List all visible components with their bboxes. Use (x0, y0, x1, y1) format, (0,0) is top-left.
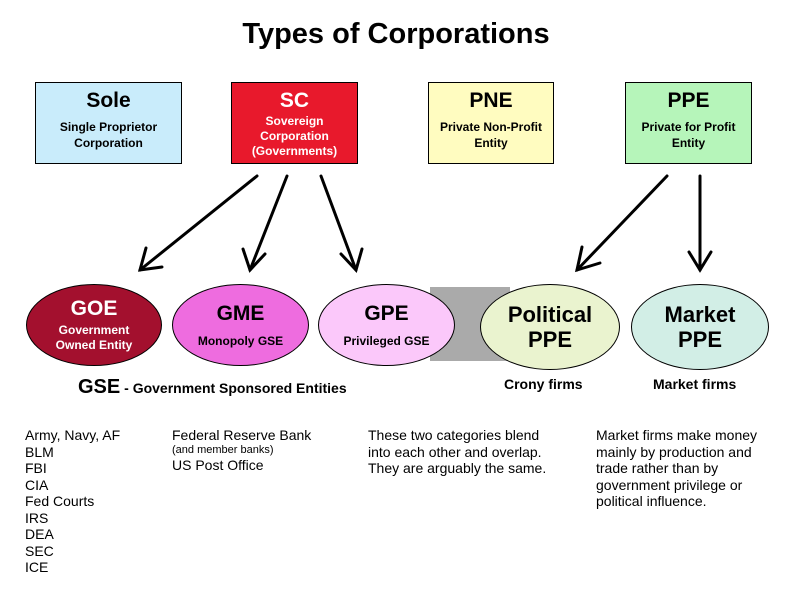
sc-desc: Sovereign Corporation (Governments) (232, 114, 357, 159)
gse-abbr: GSE (78, 376, 121, 398)
ellipse-goe: GOE Government Owned Entity (26, 284, 162, 366)
examples-goe-list: Army, Navy, AF BLM FBI CIA Fed Courts IR… (25, 427, 120, 576)
ellipse-political-ppe: Political PPE (480, 284, 620, 370)
arrow-sc-to-goe (137, 174, 259, 272)
ppe-abbr: PPE (667, 89, 710, 112)
list-item: US Post Office (172, 456, 264, 473)
note-blend: These two categories blend into each oth… (368, 427, 546, 477)
list-item: Army, Navy, AF (25, 427, 121, 443)
box-ppe: PPE Private for Profit Entity (625, 82, 752, 164)
note-line: These two categories blend (368, 427, 540, 443)
list-item: Federal Reserve Bank (172, 427, 312, 443)
box-sc: SC Sovereign Corporation (Governments) (231, 82, 358, 164)
list-item: BLM (25, 443, 54, 460)
sole-desc-text: Single Proprietor Corporation (59, 120, 158, 150)
caption-market-firms: Market firms (653, 376, 737, 392)
note-market-firms: Market firms make money mainly by produc… (596, 427, 757, 510)
pne-desc-text: Private Non-Profit Entity (439, 120, 542, 150)
gse-rest: - Government Sponsored Entities (120, 380, 347, 396)
gpe-desc: Privileged GSE (343, 333, 430, 348)
list-item: CIA (25, 476, 49, 493)
gpe-abbr: GPE (364, 301, 409, 325)
note-line: Market firms make money (596, 427, 758, 443)
sc-desc-line3: (Governments) (251, 144, 338, 158)
note-line: government privilege or (596, 476, 743, 493)
ellipse-gme: GME Monopoly GSE (172, 284, 309, 366)
ellipse-gpe: GPE Privileged GSE (318, 284, 455, 366)
sc-desc-line2: Corporation (260, 129, 329, 143)
note-line: They are arguably the same. (368, 460, 547, 476)
market-line1: Market (664, 302, 736, 327)
list-item: IRS (25, 509, 49, 526)
arrow-sc-to-gme (241, 174, 289, 273)
pne-abbr: PNE (469, 89, 513, 112)
sc-desc-line1: Sovereign (265, 114, 324, 128)
arrow-sc-to-gpe (319, 174, 364, 273)
sole-desc: Single Proprietor Corporation (36, 119, 181, 151)
note-line: political influence. (596, 493, 707, 509)
goe-desc-text: Government Owned Entity (55, 323, 133, 352)
list-item: DEA (25, 526, 54, 542)
arrow-ppe-to-market (687, 174, 713, 273)
examples-gme-list: Federal Reserve Bank (and member banks) … (172, 427, 311, 473)
caption-crony-firms: Crony firms (504, 376, 583, 392)
market-line2: PPE (677, 327, 723, 352)
ppe-desc: Private for Profit Entity (626, 119, 751, 151)
list-item: Fed Courts (25, 493, 95, 509)
sc-abbr: SC (279, 89, 310, 112)
goe-abbr: GOE (70, 297, 118, 320)
page-title: Types of Corporations (242, 18, 550, 50)
goe-desc: Government Owned Entity (47, 323, 142, 353)
pne-desc: Private Non-Profit Entity (429, 119, 553, 151)
list-item-note: (and member banks) (172, 443, 274, 456)
list-item: SEC (25, 542, 54, 559)
arrow-ppe-to-political (574, 174, 669, 273)
sole-abbr: Sole (86, 89, 131, 112)
political-line2: PPE (527, 327, 573, 352)
gme-desc: Monopoly GSE (197, 333, 284, 348)
gme-abbr: GME (216, 301, 265, 325)
ppe-desc-text: Private for Profit Entity (641, 120, 736, 150)
box-sole: Sole Single Proprietor Corporation (35, 82, 182, 164)
list-item: ICE (25, 559, 49, 575)
political-line1: Political (507, 302, 593, 327)
note-line: into each other and overlap. (368, 443, 542, 460)
box-pne: PNE Private Non-Profit Entity (428, 82, 554, 164)
list-item: FBI (25, 460, 47, 476)
note-line: mainly by production and (596, 443, 752, 460)
gse-label: GSE - Government Sponsored Entities (78, 376, 347, 399)
note-line: trade rather than by (596, 460, 719, 476)
ellipse-market-ppe: Market PPE (631, 284, 769, 370)
